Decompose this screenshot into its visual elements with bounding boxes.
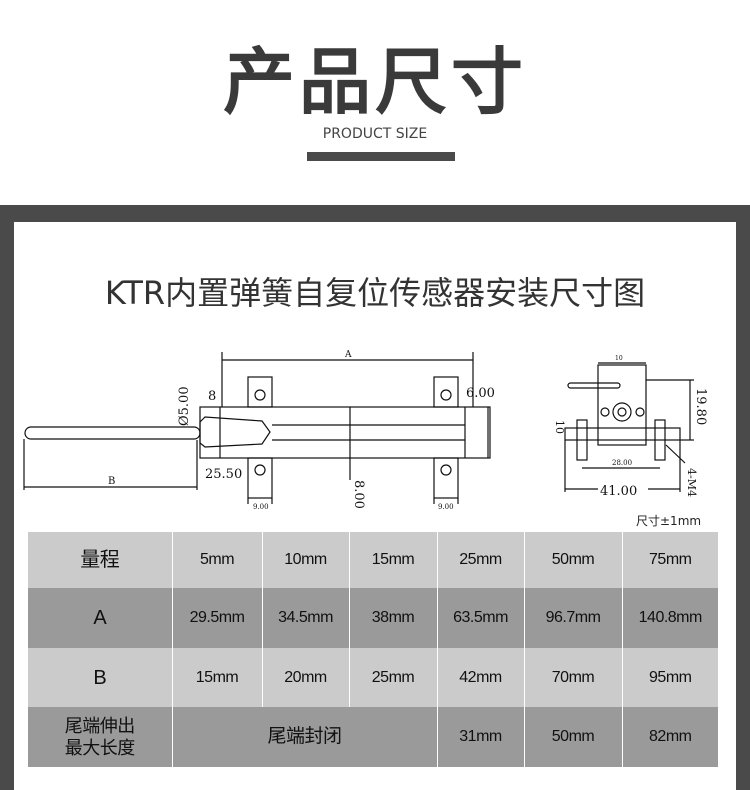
cell: 42mm — [436, 648, 524, 707]
dim-19-80: 19.80 — [693, 388, 708, 425]
cell: 38mm — [348, 588, 437, 648]
row-header: 量程 — [28, 532, 172, 588]
spec-table: 量程 5mm 10mm 15mm 25mm 50mm 75mm A 29.5mm… — [28, 532, 718, 767]
page-subtitle: PRODUCT SIZE — [322, 126, 428, 142]
diagram-heading: KTR内置弹簧自复位传感器安装尺寸图 — [104, 274, 646, 312]
cell: 15mm — [171, 648, 262, 707]
side-view — [23, 352, 491, 504]
cell: 70mm — [523, 648, 622, 707]
cell: 10mm — [261, 532, 349, 588]
merged-cell: 尾端封闭 — [171, 707, 437, 767]
table-row-range: 量程 5mm 10mm 15mm 25mm 50mm 75mm — [28, 532, 718, 588]
cell: 82mm — [621, 707, 718, 767]
row-header-line-2: 最大长度 — [64, 738, 135, 758]
dim-6: 6.00 — [466, 386, 495, 401]
cell: 96.7mm — [523, 588, 622, 648]
cell: 5mm — [171, 532, 262, 588]
cell: 25mm — [348, 648, 437, 707]
dim-8-00: 8.00 — [351, 480, 366, 509]
dim-m4: 4-M4 — [685, 468, 698, 497]
dim-b: B — [108, 476, 115, 487]
table-row-tail: 尾端伸出最大长度 尾端封闭 31mm 50mm 82mm — [28, 707, 718, 767]
dim-top: 10 — [615, 355, 623, 362]
cell: 31mm — [436, 707, 524, 767]
cell: 63.5mm — [436, 588, 524, 648]
cell: 25mm — [436, 532, 524, 588]
cell: 50mm — [523, 532, 622, 588]
row-header: B — [28, 648, 172, 707]
cell: 34.5mm — [261, 588, 349, 648]
dim-41: 41.00 — [600, 484, 637, 499]
dim-28: 28.00 — [612, 459, 632, 467]
table-row-b: B 15mm 20mm 25mm 42mm 70mm 95mm — [28, 648, 718, 707]
cell: 140.8mm — [621, 588, 718, 648]
row-header: 尾端伸出最大长度 — [28, 707, 172, 767]
dim-25-50: 25.50 — [205, 467, 242, 482]
dim-10: 10 — [553, 420, 566, 434]
dimension-drawing: A B Ø5.00 8 6.00 25.50 8.00 9.00 9.00 19… — [23, 350, 708, 511]
dim-diameter: Ø5.00 — [177, 386, 192, 426]
row-header: A — [28, 588, 172, 648]
row-header-line-1: 尾端伸出 — [64, 716, 135, 736]
dim-a: A — [344, 350, 352, 360]
tolerance-note: 尺寸±1mm — [636, 514, 702, 528]
dim-9-00-b: 9.00 — [438, 503, 454, 511]
dim-8: 8 — [208, 389, 216, 404]
table-row-a: A 29.5mm 34.5mm 38mm 63.5mm 96.7mm 140.8… — [28, 588, 718, 648]
page-title: 产品尺寸 — [222, 40, 527, 124]
cell: 15mm — [348, 532, 437, 588]
dim-9-00-a: 9.00 — [253, 503, 269, 511]
cell: 75mm — [621, 532, 718, 588]
cell: 50mm — [523, 707, 622, 767]
cell: 29.5mm — [171, 588, 262, 648]
end-view — [564, 362, 694, 492]
cell: 95mm — [621, 648, 718, 707]
cell: 20mm — [261, 648, 349, 707]
title-underline — [307, 152, 455, 161]
